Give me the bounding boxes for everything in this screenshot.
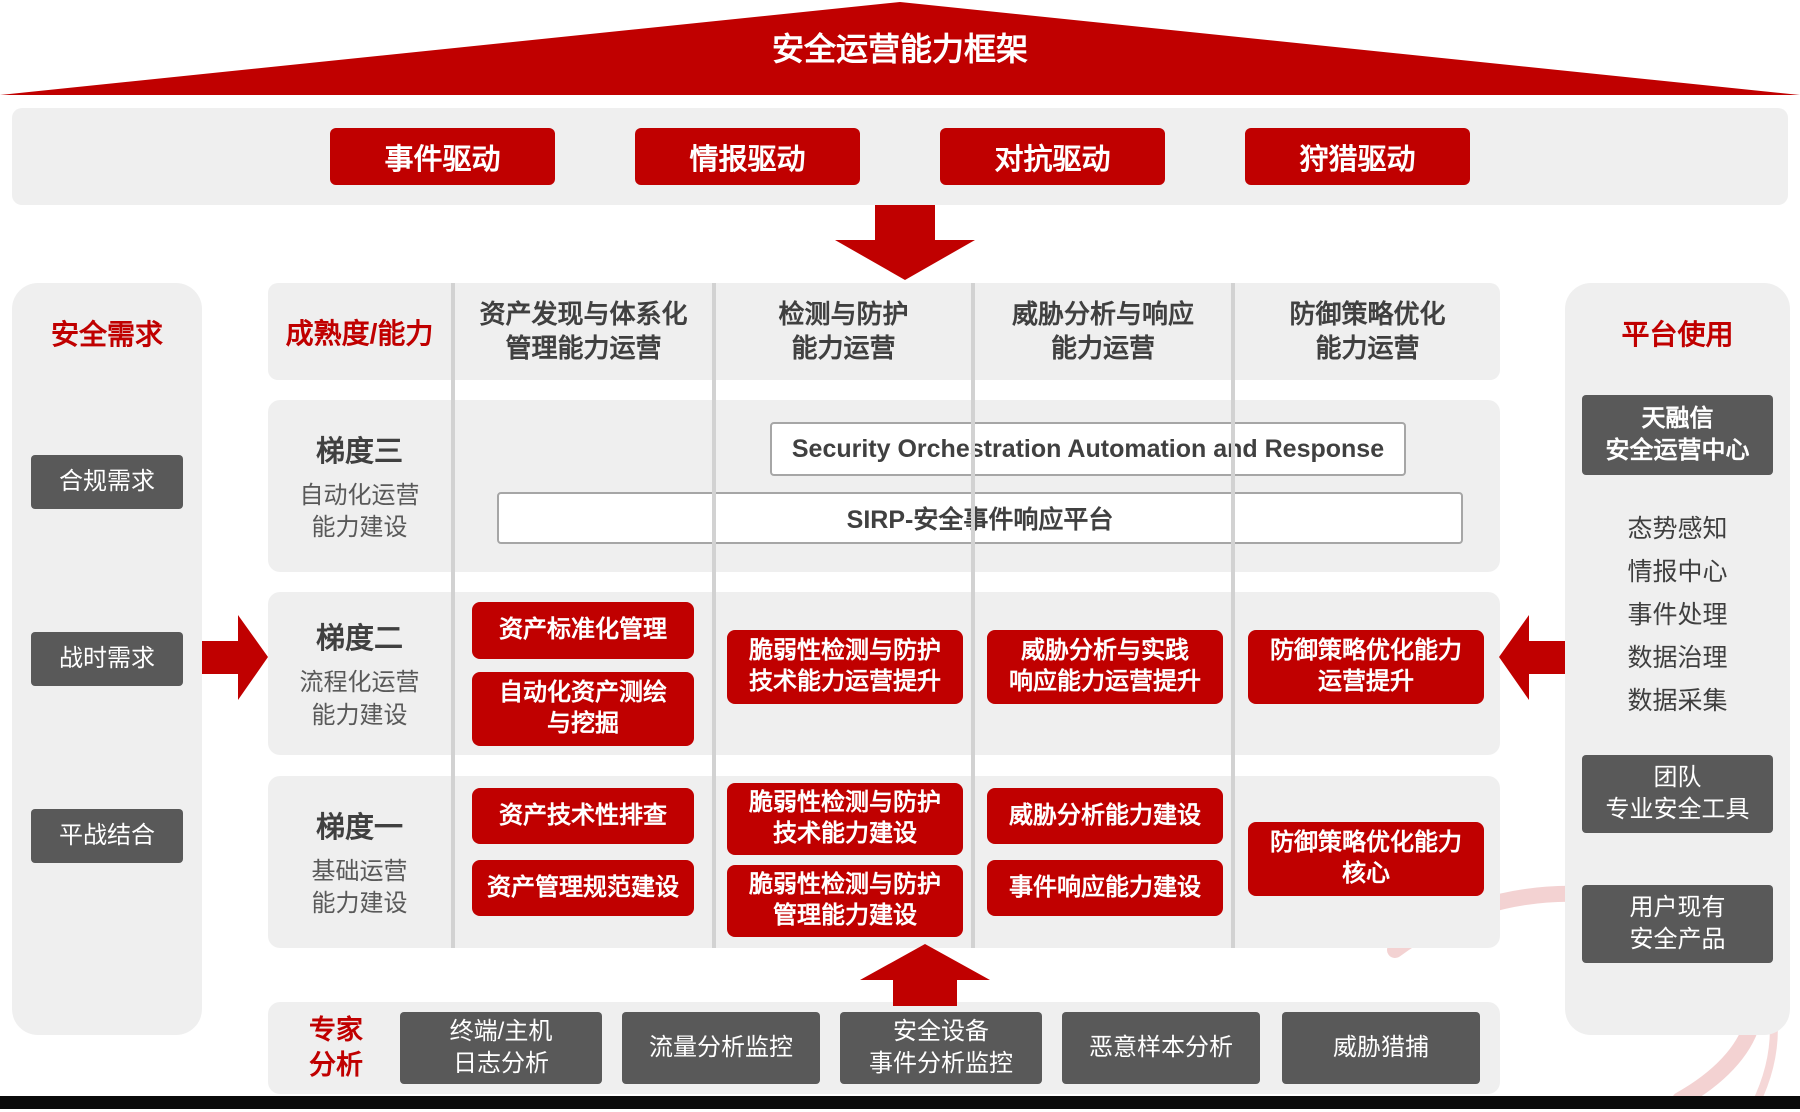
left-panel-title: 安全需求	[50, 319, 163, 350]
column-header-threat: 威胁分析与响应 能力运营	[1011, 298, 1194, 363]
driver-bar: 事件驱动 情报驱动 对抗驱动 狩猎驱动	[12, 108, 1788, 205]
capability-asset-standardization: 资产标准化管理	[472, 602, 694, 659]
tier1-name: 梯度一	[315, 811, 403, 844]
tier3-subtitle: 自动化运营 能力建设	[299, 481, 420, 541]
security-requirements-panel: 安全需求 合规需求 战时需求 平战结合	[12, 283, 202, 1035]
corner-label: 成熟度/能力	[285, 317, 434, 349]
flow-arrow-right-icon	[202, 615, 268, 700]
tier2-block: 梯度二 流程化运营 能力建设 资产标准化管理 自动化资产测绘 与挖掘 脆弱性检测…	[268, 592, 1500, 755]
expert-traffic-monitoring: 流量分析监控	[622, 1012, 820, 1084]
divider-line-1	[451, 283, 455, 948]
flow-arrow-down-icon	[835, 205, 975, 280]
capability-vuln-mgmt-build: 脆弱性检测与防护 管理能力建设	[727, 865, 963, 937]
sirp-box: SIRP-安全事件响应平台	[497, 492, 1463, 544]
feature-intel-center: 情报中心	[1627, 557, 1728, 586]
requirement-compliance: 合规需求	[31, 455, 183, 509]
flow-arrow-left-icon	[1499, 615, 1565, 700]
tier1-label: 梯度一 基础运营 能力建设	[268, 776, 451, 948]
expert-analysis-title: 专家 分析	[309, 1014, 363, 1080]
maturity-header-band: 成熟度/能力 资产发现与体系化 管理能力运营 检测与防护 能力运营 威胁分析与响…	[268, 283, 1500, 380]
column-header-detection: 检测与防护 能力运营	[778, 298, 909, 363]
expert-device-event-monitoring: 安全设备 事件分析监控	[840, 1012, 1042, 1084]
tier1-block: 梯度一 基础运营 能力建设 资产技术性排查 资产管理规范建设 脆弱性检测与防护 …	[268, 776, 1500, 948]
capability-vuln-tech-build: 脆弱性检测与防护 技术能力建设	[727, 783, 963, 855]
feature-incident-handling: 事件处理	[1627, 600, 1728, 629]
expert-endpoint-logs: 终端/主机 日志分析	[400, 1012, 602, 1084]
capability-defense-ops-improve: 防御策略优化能力 运营提升	[1248, 630, 1484, 704]
capability-threat-response-improve: 威胁分析与实践 响应能力运营提升	[987, 630, 1223, 704]
soar-box: Security Orchestration Automation and Re…	[770, 422, 1406, 476]
capability-threat-analysis-build: 威胁分析能力建设	[987, 788, 1223, 844]
feature-data-collection: 数据采集	[1627, 686, 1728, 715]
tier2-subtitle: 流程化运营 能力建设	[299, 669, 420, 729]
driver-button-adversary: 对抗驱动	[940, 128, 1165, 185]
feature-data-governance: 数据治理	[1627, 643, 1728, 672]
right-panel-title: 平台使用	[1621, 319, 1734, 350]
tier3-name: 梯度三	[315, 435, 403, 468]
tier3-block: 梯度三 自动化运营 能力建设 Security Orchestration Au…	[268, 400, 1500, 572]
divider-line-2	[712, 283, 716, 948]
driver-button-hunting: 狩猎驱动	[1245, 128, 1470, 185]
feature-situation-awareness: 态势感知	[1627, 514, 1728, 543]
capability-defense-core: 防御策略优化能力 核心	[1248, 822, 1484, 896]
soc-center-box: 天融信 安全运营中心	[1582, 395, 1773, 475]
requirement-peacetime: 平战结合	[31, 809, 183, 863]
column-header-defense: 防御策略优化 能力运营	[1289, 298, 1446, 363]
driver-button-intel: 情报驱动	[635, 128, 860, 185]
expert-malware-analysis: 恶意样本分析	[1062, 1012, 1260, 1084]
requirement-wartime: 战时需求	[31, 632, 183, 686]
team-tools-box: 团队 专业安全工具	[1582, 755, 1773, 833]
tier2-label: 梯度二 流程化运营 能力建设	[268, 592, 451, 755]
tier3-label: 梯度三 自动化运营 能力建设	[268, 400, 451, 572]
capability-incident-response-build: 事件响应能力建设	[987, 860, 1223, 916]
divider-line-4	[1231, 283, 1235, 948]
banner-title: 安全运营能力框架	[771, 31, 1028, 67]
capability-asset-tech-check: 资产技术性排查	[472, 788, 694, 844]
platform-usage-panel: 平台使用 天融信 安全运营中心 态势感知 情报中心 事件处理 数据治理 数据采集…	[1565, 283, 1790, 1035]
column-header-asset: 资产发现与体系化 管理能力运营	[479, 298, 688, 363]
user-products-box: 用户现有 安全产品	[1582, 885, 1773, 963]
capability-vuln-ops-improve: 脆弱性检测与防护 技术能力运营提升	[727, 630, 963, 704]
capability-auto-asset-mapping: 自动化资产测绘 与挖掘	[472, 672, 694, 746]
banner-shape	[0, 2, 1800, 95]
bottom-black-bar	[0, 1096, 1800, 1109]
expert-analysis-panel: 专家 分析 终端/主机 日志分析 流量分析监控 安全设备 事件分析监控 恶意样本…	[268, 1002, 1500, 1094]
driver-button-event: 事件驱动	[330, 128, 555, 185]
tier2-name: 梯度二	[315, 623, 403, 656]
tier1-subtitle: 基础运营 能力建设	[311, 857, 408, 917]
platform-feature-list: 态势感知 情报中心 事件处理 数据治理 数据采集	[1565, 505, 1790, 720]
capability-asset-mgmt-spec: 资产管理规范建设	[472, 860, 694, 916]
divider-line-3	[971, 283, 975, 948]
expert-threat-hunting: 威胁猎捕	[1282, 1012, 1480, 1084]
flow-arrow-up-icon	[860, 944, 990, 1006]
